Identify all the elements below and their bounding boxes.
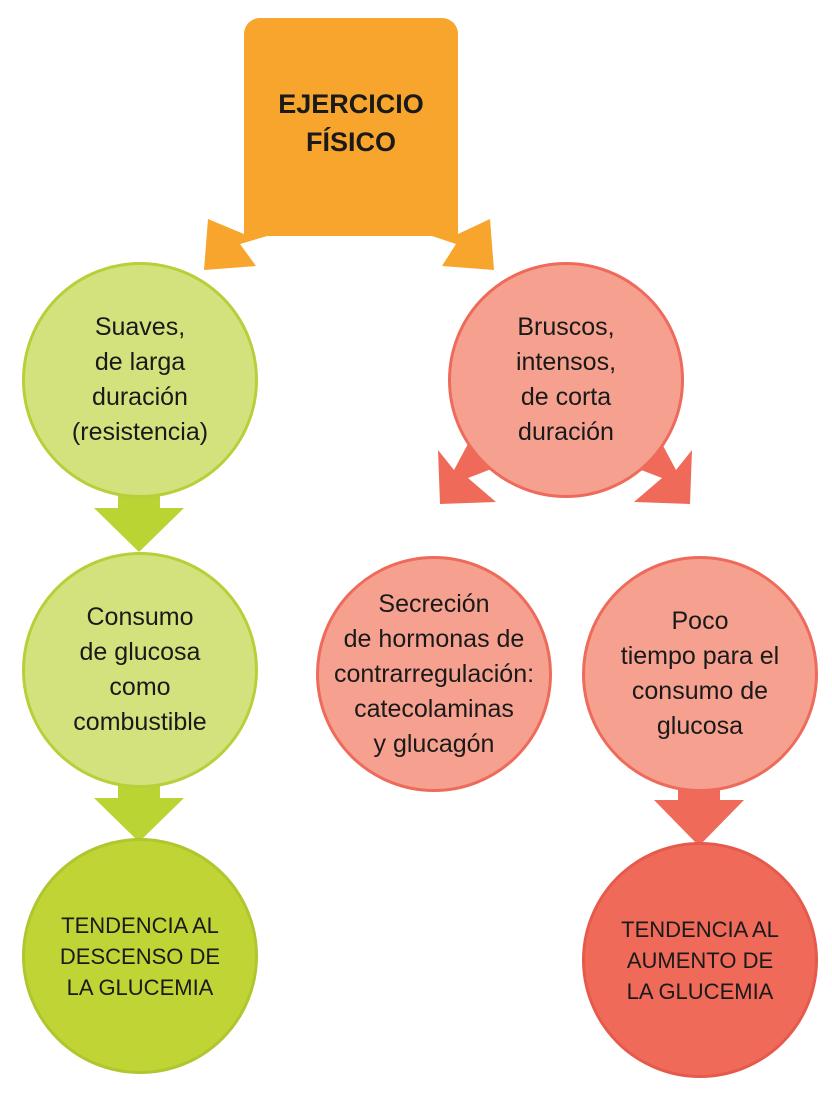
node-consumo: Consumo de glucosa como combustible xyxy=(22,552,258,788)
node-poco-tiempo-label: Poco tiempo para el consumo de glucosa xyxy=(620,607,780,740)
arrow-poco-to-tendencia-aumento xyxy=(654,784,744,846)
node-poco-tiempo: Poco tiempo para el consumo de glucosa xyxy=(582,556,818,792)
node-bruscos-label: Bruscos, intensos, de corta duración xyxy=(515,313,617,446)
node-ejercicio-fisico-label: EJERCICIO FÍSICO xyxy=(278,89,424,157)
arrow-suaves-to-consumo xyxy=(94,492,184,552)
node-tendencia-descenso: TENDENCIA AL DESCENSO DE LA GLUCEMIA xyxy=(22,838,258,1074)
node-secrecion-label: Secreción de hormonas de contrarregulaci… xyxy=(333,589,535,758)
top-box-shape xyxy=(244,18,458,236)
node-tendencia-aumento: TENDENCIA AL AUMENTO DE LA GLUCEMIA xyxy=(582,842,818,1078)
node-secrecion: Secreción de hormonas de contrarregulaci… xyxy=(316,556,552,792)
node-suaves-label: Suaves, de larga duración (resistencia) xyxy=(71,313,209,446)
node-ejercicio-fisico: EJERCICIO FÍSICO xyxy=(244,18,458,236)
node-consumo-label: Consumo de glucosa como combustible xyxy=(73,603,207,736)
node-tendencia-descenso-label: TENDENCIA AL DESCENSO DE LA GLUCEMIA xyxy=(59,912,221,1000)
arrow-top-left xyxy=(204,174,274,270)
arrow-top-right xyxy=(426,174,494,270)
node-tendencia-aumento-label: TENDENCIA AL AUMENTO DE LA GLUCEMIA xyxy=(621,916,779,1004)
arrow-consumo-to-tendencia-descenso xyxy=(94,782,184,842)
node-bruscos: Bruscos, intensos, de corta duración xyxy=(448,262,684,498)
node-suaves: Suaves, de larga duración (resistencia) xyxy=(22,262,258,498)
